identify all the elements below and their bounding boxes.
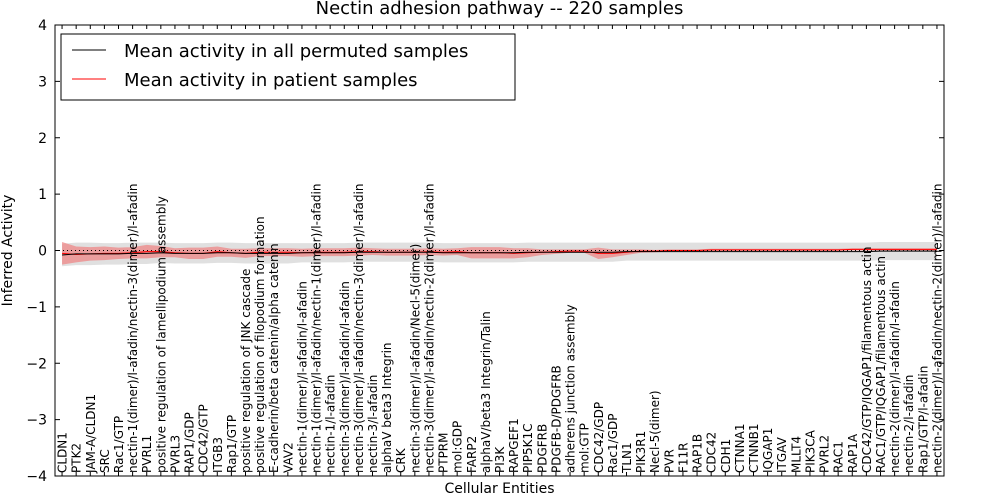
x-tick-label: alphaV/beta3 Integrin/Talin xyxy=(479,311,493,473)
x-tick-label: PIK3R1 xyxy=(634,431,648,473)
x-tick-label: nectin-3(dimer)/l-afadin/nectin-3(dimer)… xyxy=(352,184,366,473)
y-tick-label: 4 xyxy=(38,18,47,34)
x-tick-label: positive regulation of filopodium format… xyxy=(253,216,267,473)
x-tick-label: PDGFB-D/PDGFRB xyxy=(549,365,563,473)
x-tick-label: RAPGEF1 xyxy=(507,418,521,473)
x-tick-label: nectin-1(dimer)/l-afadin/l-afadin xyxy=(295,281,309,473)
x-tick-label: alphaV beta3 Integrin xyxy=(380,342,394,473)
x-tick-label: IQGAP1 xyxy=(761,428,775,473)
x-tick-label: CTNNB1 xyxy=(747,423,761,473)
y-tick-label: −1 xyxy=(26,300,47,316)
x-tick-label: ITGB3 xyxy=(211,437,225,473)
x-tick-label: E-cadherin/beta catenin/alpha catenin xyxy=(267,243,281,473)
x-tick-label: nectin-3/l-afadin xyxy=(366,375,380,473)
x-tick-label: Necl-5(dimer) xyxy=(648,390,662,473)
x-tick-label: SRC xyxy=(98,449,112,473)
x-tick-label: FARP2 xyxy=(465,436,479,473)
x-tick-label: ITGAV xyxy=(775,436,789,473)
x-tick-label: Rap1/GTP/l-afadin xyxy=(916,366,930,473)
x-tick-label: CDC42/GTP xyxy=(197,404,211,473)
x-tick-label: nectin-2(dimer)/l-afadin/nectin-2(dimer)… xyxy=(930,184,944,473)
x-tick-label: PVRL2 xyxy=(818,435,832,473)
x-tick-label: PVRL1 xyxy=(140,435,154,473)
chart-title: Nectin adhesion pathway -- 220 samples xyxy=(316,0,684,19)
x-tick-label: positive regulation of lamellipodium ass… xyxy=(154,196,168,473)
x-tick-label: CDC42 xyxy=(705,432,719,473)
x-tick-label: nectin-2(dimer)/l-afadin/l-afadin xyxy=(888,281,902,473)
confidence-bands xyxy=(62,242,937,267)
series-lines xyxy=(62,248,937,256)
legend: Mean activity in all permuted samples Me… xyxy=(60,33,516,101)
series-line-permuted xyxy=(62,250,937,256)
x-tick-label: PI3K xyxy=(493,446,507,473)
x-tick-label: CRK xyxy=(394,447,408,473)
x-tick-label: RAP1A xyxy=(846,433,860,473)
x-tick-label: CDC42/GDP xyxy=(592,402,606,473)
legend-box xyxy=(60,33,516,101)
x-tick-label: Rap1/GTP xyxy=(225,415,239,473)
x-tick-label: mol:GTP xyxy=(578,423,592,473)
y-axis-ticks: 4 3 2 1 0 −1 −2 −3 −4 xyxy=(26,18,944,485)
x-tick-label: PVR xyxy=(662,449,676,473)
x-tick-label: MLLT4 xyxy=(789,436,803,473)
y-axis-label: Inferred Activity xyxy=(0,195,16,307)
x-tick-label: RAC1/GTP/IQGAP1/filamentous actin xyxy=(874,256,888,473)
x-tick-label: nectin-3(dimer)/l-afadin/l-afadin xyxy=(338,281,352,473)
x-tick-label: PVRL3 xyxy=(168,435,182,473)
x-tick-label: mol:GDP xyxy=(451,421,465,473)
x-tick-label: Rac1/GTP xyxy=(112,416,126,473)
x-tick-label: PTK2 xyxy=(70,443,84,473)
x-tick-label: VAV2 xyxy=(281,442,295,473)
x-tick-label: CDH1 xyxy=(719,439,733,473)
y-tick-label: 0 xyxy=(38,244,47,260)
legend-label-permuted: Mean activity in all permuted samples xyxy=(124,41,468,62)
x-tick-label: PIP5K1C xyxy=(521,423,535,473)
x-tick-label: CTNNA1 xyxy=(733,423,747,473)
y-tick-label: −3 xyxy=(26,413,47,429)
x-tick-label: PTPRM xyxy=(437,433,451,474)
x-tick-label: nectin-2/l-afadin xyxy=(902,375,916,473)
x-tick-label: adherens junction assembly xyxy=(564,304,578,473)
y-tick-label: −4 xyxy=(26,469,47,485)
y-tick-label: 2 xyxy=(38,131,47,147)
x-tick-label: nectin-1(dimer)/l-afadin/nectin-3(dimer)… xyxy=(126,184,140,473)
x-tick-label: nectin-3(dimer)/l-afadin/Necl-5(dimer) xyxy=(408,244,422,473)
x-tick-label: F11R xyxy=(676,442,690,473)
x-tick-label: PIK3CA xyxy=(803,429,817,473)
legend-label-patient: Mean activity in patient samples xyxy=(124,70,418,91)
x-tick-label: nectin-1(dimer)/l-afadin/nectin-1(dimer)… xyxy=(310,184,324,473)
x-tick-label: RAP1B xyxy=(691,434,705,473)
x-tick-label: Rac1/GDP xyxy=(606,414,620,473)
y-tick-label: −2 xyxy=(26,356,47,372)
band-patient xyxy=(62,242,937,265)
x-axis-label: Cellular Entities xyxy=(444,481,554,497)
x-tick-label: nectin-1/l-afadin xyxy=(324,375,338,473)
x-tick-label: CDC42/GTP/IQGAP1/filamentous actin xyxy=(860,247,874,473)
x-tick-label: nectin-3(dimer)/l-afadin/nectin-2(dimer)… xyxy=(422,184,436,473)
x-tick-label: JAM-A/CLDN1 xyxy=(84,394,98,474)
x-tick-label: positive regulation of JNK cascade xyxy=(239,269,253,473)
x-tick-label: CLDN1 xyxy=(56,432,70,473)
y-tick-label: 1 xyxy=(38,187,47,203)
x-tick-label: RAP1/GDP xyxy=(183,412,197,473)
x-tick-label: PDGFRB xyxy=(535,424,549,473)
x-tick-label: RAC1 xyxy=(832,441,846,473)
x-tick-label: TLN1 xyxy=(620,442,634,474)
y-tick-label: 3 xyxy=(38,74,47,90)
